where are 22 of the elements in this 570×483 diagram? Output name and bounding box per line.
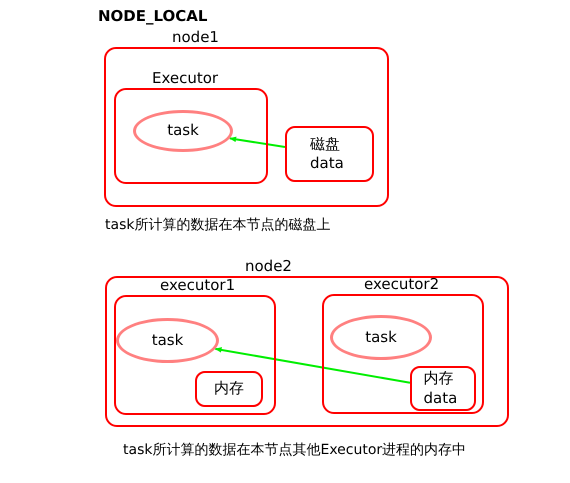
group-heading: Executor <box>152 69 218 87</box>
arrow <box>229 136 286 148</box>
group-heading: node2 <box>245 257 292 275</box>
node-label: task <box>152 330 184 350</box>
storage-box <box>195 371 263 407</box>
caption: task所计算的数据在本节点的磁盘上 <box>105 216 330 234</box>
group-heading: node1 <box>172 28 219 46</box>
storage-box <box>410 366 476 411</box>
caption: task所计算的数据在本节点其他Executor进程的内存中 <box>123 441 466 459</box>
node-label: task <box>365 328 397 348</box>
group-heading: executor2 <box>364 275 440 293</box>
arrow <box>214 347 410 384</box>
diagram-title: NODE_LOCAL <box>98 7 208 25</box>
node-label: 内存 data <box>424 369 458 408</box>
group-heading: executor1 <box>160 276 236 294</box>
node-label: 内存 <box>214 379 244 399</box>
storage-box <box>285 126 374 182</box>
node-label: 磁盘 data <box>310 134 345 174</box>
task-ellipse <box>116 318 219 363</box>
node-label: task <box>167 121 199 141</box>
task-ellipse <box>330 315 432 360</box>
task-ellipse <box>133 110 233 152</box>
